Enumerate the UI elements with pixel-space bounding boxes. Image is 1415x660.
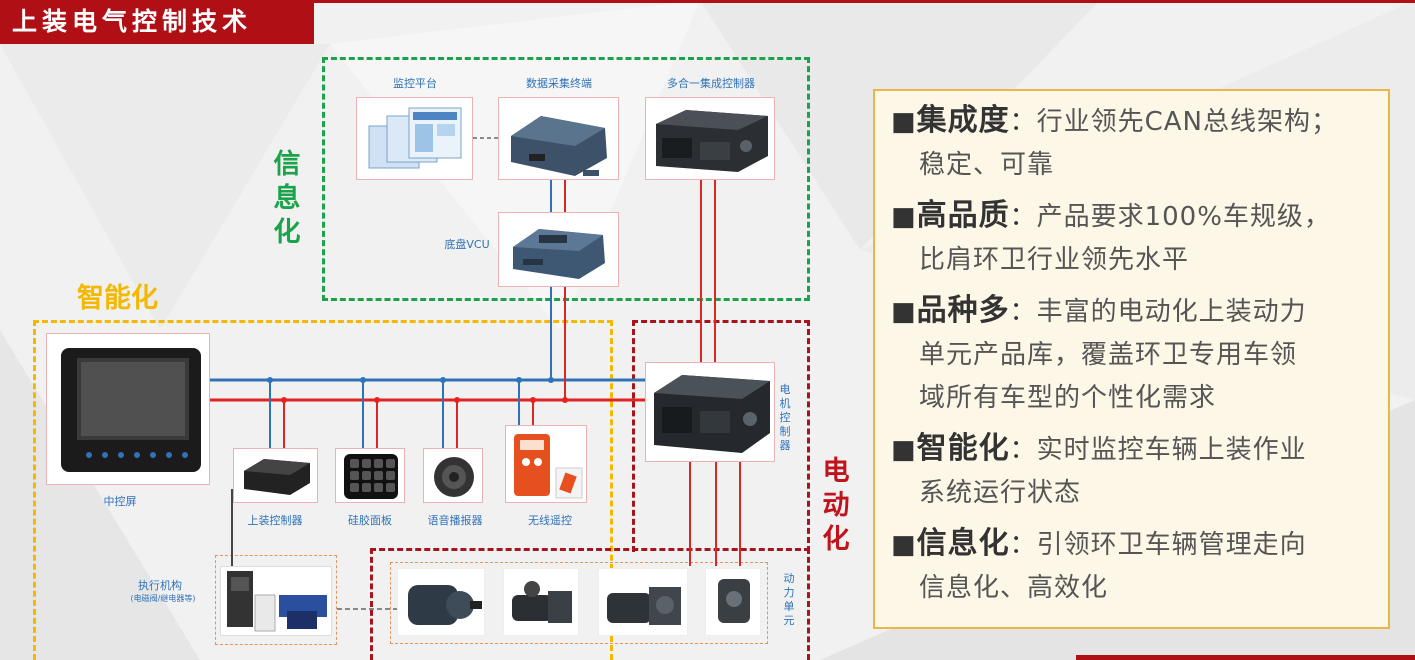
feature-item: ■信息化：引领环卫车辆管理走向 信息化、高效化 [891, 522, 1378, 610]
label-electric: 电动化 [822, 456, 850, 555]
page-title: 上装电气控制技术 [0, 0, 314, 44]
vcu-device-icon [513, 229, 605, 279]
bottom-accent-bar [1076, 655, 1415, 660]
caption-integrated-controller: 多合一集成控制器 [667, 77, 755, 90]
caption-body-controller: 上装控制器 [247, 514, 303, 527]
feature-keyword: 智能化 [916, 431, 1010, 466]
motor-controller-icon [654, 375, 770, 453]
power-unit-box [390, 562, 768, 644]
feature-keyword: 高品质 [916, 198, 1010, 233]
caption-chassis-vcu: 底盘VCU [444, 238, 490, 251]
screens-icon [368, 107, 462, 169]
caption-monitor-platform: 监控平台 [393, 77, 437, 90]
voice-broadcaster-node[interactable] [423, 448, 483, 503]
feature-item: ■品种多：丰富的电动化上装动力 单元产品库，覆盖环卫专用车领 域所有车型的个性化… [891, 289, 1378, 420]
electric-region [632, 320, 810, 552]
feature-text: 系统运行状态 [919, 478, 1082, 508]
feature-text: 信息化、高效化 [919, 573, 1109, 603]
controller-unit-icon [656, 110, 768, 172]
touch-screen-icon [61, 348, 201, 472]
terminal-device-icon [511, 116, 607, 176]
caption-actuator: 执行机构 [138, 579, 182, 592]
actuator-box [215, 555, 337, 645]
feature-text: 单元产品库，覆盖环卫专用车领 [919, 340, 1298, 370]
gear-motor-icon [607, 587, 681, 625]
solenoid-valve-icon [227, 571, 327, 632]
data-terminal-node[interactable] [498, 97, 619, 180]
feature-text: 引领环卫车辆管理走向 [1036, 530, 1307, 560]
silicone-panel-node[interactable] [335, 448, 405, 503]
controller-box-icon [244, 459, 310, 495]
caption-wireless-remote: 无线遥控 [528, 514, 572, 527]
smart-region [33, 320, 613, 660]
feature-text: 稳定、可靠 [919, 150, 1055, 180]
feature-text: 行业领先CAN总线架构； [1036, 107, 1338, 137]
power-unit-1[interactable] [397, 568, 485, 636]
feature-item: ■集成度：行业领先CAN总线架构； 稳定、可靠 [891, 99, 1378, 187]
wireless-remote-node[interactable] [505, 425, 587, 503]
motor-icon [408, 585, 482, 625]
caption-voice-broadcaster: 语音播报器 [427, 514, 483, 527]
motor-controller-node[interactable] [645, 362, 775, 462]
caption-silicone-panel: 硅胶面板 [348, 514, 392, 527]
feature-item: ■高品质：产品要求100%车规级， 比肩环卫行业领先水平 [891, 194, 1378, 282]
feature-text: 域所有车型的个性化需求 [919, 383, 1217, 413]
electric-region-lower [370, 548, 810, 660]
caption-power-unit: 动力单元 [783, 572, 795, 627]
central-screen-node[interactable] [46, 333, 210, 485]
power-unit-3[interactable] [598, 568, 688, 636]
label-info: 信息化 [273, 149, 301, 248]
caption-central-screen: 中控屏 [103, 495, 137, 508]
feature-text: 丰富的电动化上装动力 [1036, 297, 1307, 327]
label-smart: 智能化 [77, 283, 158, 314]
caption-actuator-sub: (电磁阀/继电器等) [130, 594, 196, 603]
small-motor-icon [718, 579, 750, 623]
top-accent-line [314, 0, 1415, 3]
feature-keyword: 集成度 [916, 103, 1010, 138]
chassis-vcu-node[interactable] [498, 212, 619, 287]
actuator-node[interactable] [220, 566, 332, 636]
pump-motor-icon [512, 581, 572, 623]
speaker-icon [434, 457, 474, 497]
feature-text: 比肩环卫行业领先水平 [919, 245, 1190, 275]
feature-item: ■智能化：实时监控车辆上装作业 系统运行状态 [891, 427, 1378, 515]
power-unit-2[interactable] [503, 568, 579, 636]
feature-text: 实时监控车辆上装作业 [1036, 435, 1307, 465]
caption-motor-controller: 电机控制器 [779, 383, 791, 452]
caption-data-terminal: 数据采集终端 [526, 77, 592, 90]
body-controller-node[interactable] [233, 448, 318, 503]
feature-keyword: 信息化 [916, 526, 1010, 561]
monitor-platform-node[interactable] [356, 97, 473, 180]
integrated-controller-node[interactable] [645, 97, 775, 180]
feature-keyword: 品种多 [916, 293, 1010, 328]
remote-control-icon [514, 434, 583, 499]
features-panel: ■集成度：行业领先CAN总线架构； 稳定、可靠 ■高品质：产品要求100%车规级… [873, 89, 1390, 629]
power-unit-4[interactable] [705, 568, 761, 636]
feature-text: 产品要求100%车规级， [1036, 202, 1331, 232]
